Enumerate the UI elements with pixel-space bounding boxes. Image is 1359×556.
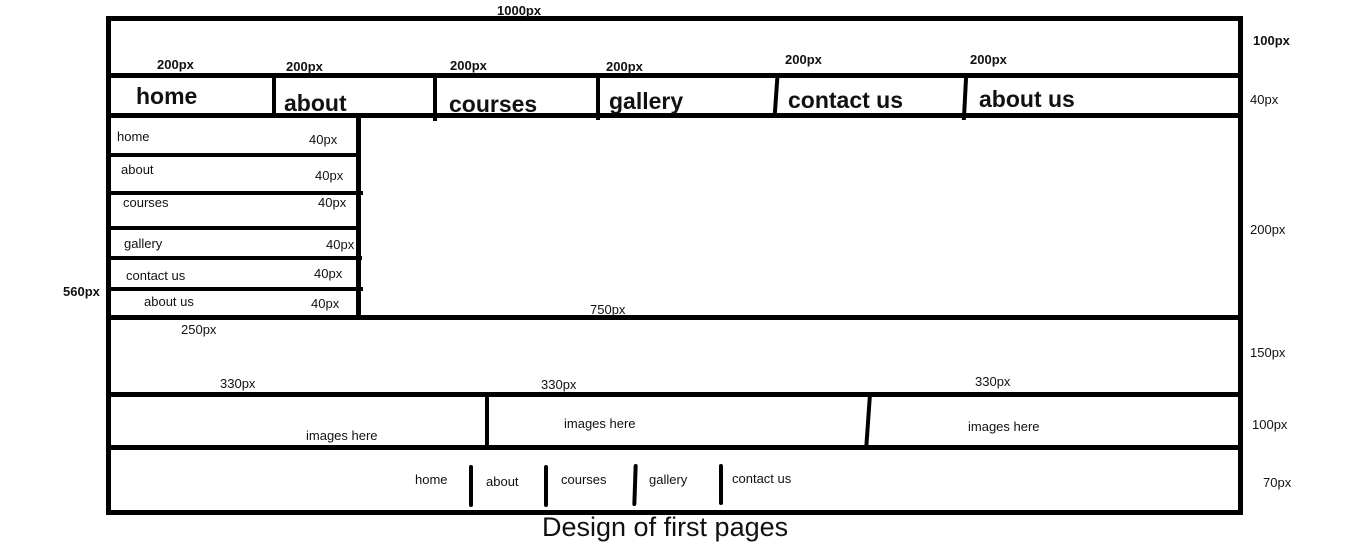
diagram-caption: Design of first pages bbox=[542, 512, 789, 542]
gallery-top-border bbox=[107, 392, 1243, 397]
sidebar-divider-2 bbox=[110, 191, 363, 195]
footer-link-about[interactable]: about bbox=[486, 474, 519, 489]
sidebar-item-about[interactable]: about bbox=[121, 162, 154, 177]
sidebar-item-gallery[interactable]: gallery bbox=[124, 236, 163, 251]
sidebar-item-contact-us[interactable]: contact us bbox=[126, 268, 186, 283]
nav-aboutus-width-label: 200px bbox=[970, 52, 1007, 67]
footer-divider-2 bbox=[544, 465, 548, 507]
gallery-bottom-border bbox=[107, 445, 1243, 450]
footer-divider-3 bbox=[632, 464, 638, 506]
gallery-cell-3-width-label: 330px bbox=[975, 374, 1011, 389]
nav-top-border bbox=[107, 73, 1243, 78]
nav-bottom-border bbox=[107, 113, 1243, 118]
gallery-cell-2-images: images here bbox=[564, 416, 636, 431]
sidebar-item-home[interactable]: home bbox=[117, 129, 150, 144]
page-width-label: 1000px bbox=[497, 3, 542, 18]
nav-home-width-label: 200px bbox=[157, 57, 194, 72]
nav-courses-width-label: 200px bbox=[450, 58, 487, 73]
sidebar-item-height-label: 40px bbox=[315, 168, 344, 183]
nav-item-home[interactable]: home bbox=[136, 83, 198, 109]
footer-link-home[interactable]: home bbox=[415, 472, 448, 487]
nav-about-width-label: 200px bbox=[286, 59, 323, 74]
gallery-cell-2-width-label: 330px bbox=[541, 377, 577, 392]
nav-divider-1 bbox=[272, 76, 276, 115]
page-height-label: 560px bbox=[63, 284, 100, 299]
nav-item-about-us[interactable]: about us bbox=[979, 86, 1075, 112]
nav-item-gallery[interactable]: gallery bbox=[609, 88, 684, 114]
nav-divider-4 bbox=[772, 76, 780, 118]
sidebar-width-label: 250px bbox=[181, 322, 217, 337]
nav-item-contact-us[interactable]: contact us bbox=[788, 87, 904, 113]
sidebar-item-height-label: 40px bbox=[311, 296, 340, 311]
outer-frame-top bbox=[107, 16, 1243, 21]
nav-item-about[interactable]: about bbox=[284, 90, 347, 116]
sidebar-item-height-label: 40px bbox=[309, 132, 338, 147]
nav-item-courses[interactable]: courses bbox=[449, 91, 538, 117]
gallery-divider-1 bbox=[485, 395, 489, 450]
gallery-cell-3-images: images here bbox=[968, 419, 1040, 434]
sidebar-divider-3 bbox=[110, 226, 361, 230]
nav-contact-width-label: 200px bbox=[785, 52, 822, 67]
footer-link-courses[interactable]: courses bbox=[561, 472, 607, 487]
sidebar-divider-1 bbox=[110, 153, 361, 157]
footer-link-gallery[interactable]: gallery bbox=[649, 472, 688, 487]
banner-region bbox=[111, 320, 1238, 392]
nav-divider-3 bbox=[596, 76, 600, 120]
main-content-region bbox=[361, 118, 1238, 316]
footer-divider-1 bbox=[469, 465, 473, 507]
outer-frame-left bbox=[106, 16, 111, 515]
sidebar-divider-5 bbox=[110, 287, 363, 291]
nav-divider-2 bbox=[433, 76, 437, 121]
footer-link-contact-us[interactable]: contact us bbox=[732, 471, 792, 486]
header-height-label: 100px bbox=[1253, 33, 1290, 48]
footer-height-label: 70px bbox=[1263, 475, 1292, 490]
sidebar-item-height-label: 40px bbox=[326, 237, 355, 252]
gallery-cell-1-width-label: 330px bbox=[220, 376, 256, 391]
outer-frame-bottom bbox=[106, 510, 1243, 515]
banner-height-label: 150px bbox=[1250, 345, 1286, 360]
sidebar-item-height-label: 40px bbox=[318, 195, 347, 210]
main-bottom-border bbox=[107, 315, 1243, 320]
header-region bbox=[111, 21, 1238, 74]
nav-gallery-width-label: 200px bbox=[606, 59, 643, 74]
sidebar-divider-4 bbox=[110, 256, 362, 260]
gallery-height-label: 100px bbox=[1252, 417, 1288, 432]
sidebar-right-border bbox=[356, 116, 361, 319]
gallery-divider-2 bbox=[864, 395, 872, 450]
sidebar-item-courses[interactable]: courses bbox=[123, 195, 169, 210]
sidebar-item-height-label: 40px bbox=[314, 266, 343, 281]
main-width-label: 750px bbox=[590, 302, 626, 317]
nav-height-label: 40px bbox=[1250, 92, 1279, 107]
footer-divider-4 bbox=[719, 464, 723, 505]
outer-frame-right bbox=[1238, 16, 1243, 515]
sidebar-item-about-us[interactable]: about us bbox=[144, 294, 194, 309]
gallery-cell-1-images: images here bbox=[306, 428, 378, 443]
main-height-label: 200px bbox=[1250, 222, 1286, 237]
